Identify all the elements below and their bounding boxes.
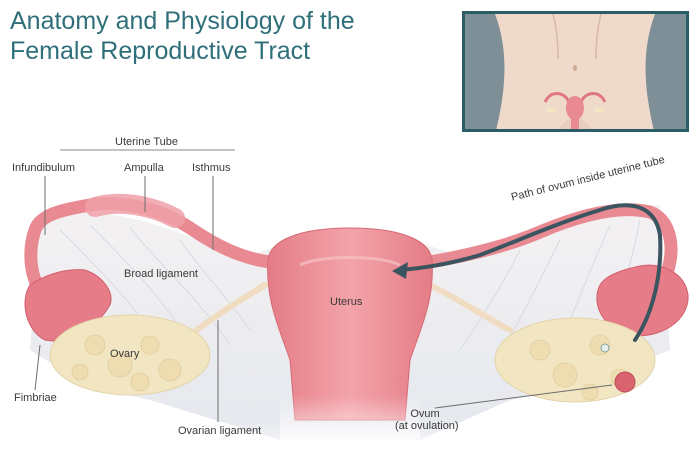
- label-uterus: Uterus: [330, 296, 363, 308]
- label-infundibulum: Infundibulum: [12, 162, 75, 174]
- label-fimbriae: Fimbriae: [14, 392, 57, 404]
- left-ovarian-ligament: [187, 282, 268, 338]
- page-title: Anatomy and Physiology of the Female Rep…: [10, 6, 430, 66]
- label-isthmus: Isthmus: [192, 162, 231, 174]
- label-ovarian-ligament: Ovarian ligament: [178, 425, 262, 437]
- label-uterine-tube: Uterine Tube: [115, 136, 178, 148]
- label-ampulla: Ampulla: [124, 162, 164, 174]
- inset-torso-illustration: [462, 11, 689, 132]
- ovum-path-arrowhead: [392, 262, 408, 279]
- title-line-1: Anatomy and Physiology of the: [10, 7, 355, 35]
- label-broad-ligament: Broad ligament: [124, 268, 198, 280]
- ovulation-follicle: [614, 371, 636, 393]
- right-ovarian-ligament: [427, 282, 513, 333]
- label-ovary: Ovary: [110, 348, 140, 360]
- label-ovum: Ovum (at ovulation): [395, 408, 459, 432]
- label-ovum-line-1: Ovum: [410, 408, 440, 420]
- ovum-path-arrow: [398, 203, 663, 342]
- torso-illustration: [495, 14, 655, 129]
- title-line-2: Female Reproductive Tract: [10, 37, 311, 65]
- ovum-cell: [600, 343, 610, 353]
- label-ovum-line-2: (at ovulation): [395, 420, 459, 432]
